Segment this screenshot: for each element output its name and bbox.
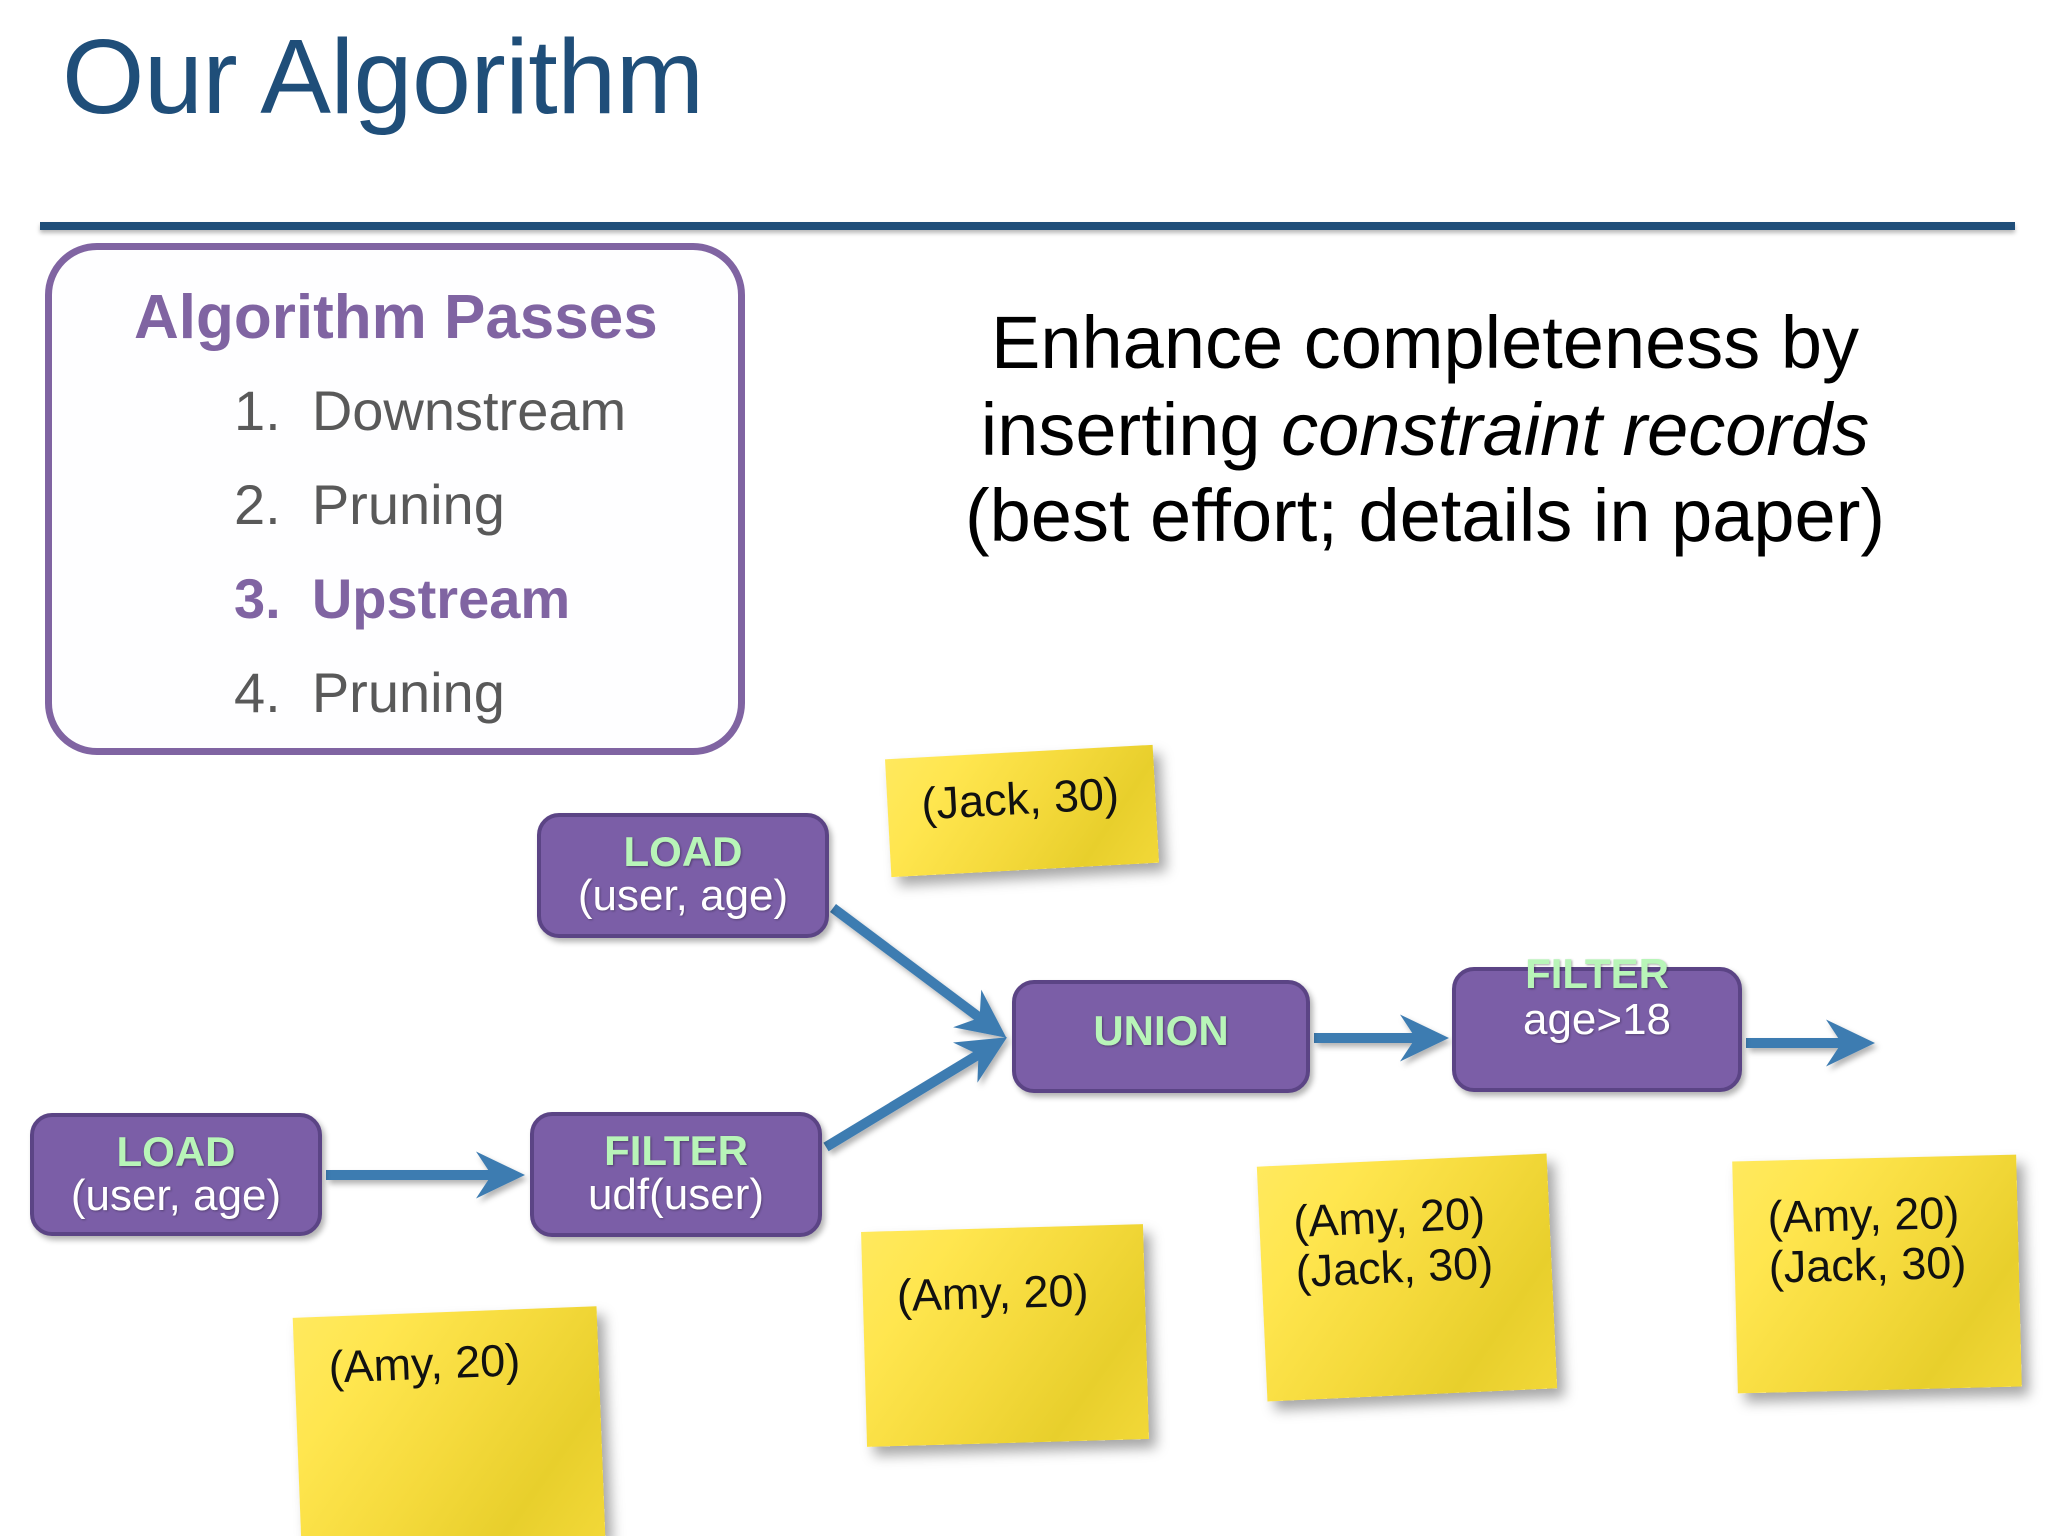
node-argument-label: (user, age) [577, 871, 789, 920]
page-title: Our Algorithm [62, 18, 704, 136]
node-argument-label: udf(user) [587, 1170, 765, 1219]
sticky-note-line: (Amy, 20) [896, 1264, 1090, 1321]
pass-number: 2. [234, 473, 297, 536]
pass-label: Pruning [311, 473, 505, 536]
statement-text: Enhance completeness by inserting constr… [830, 300, 2020, 560]
node-load-top[interactable]: LOAD (user, age) [537, 813, 829, 938]
node-operator-label: FILTER [1525, 950, 1669, 997]
sticky-note-jack: (Jack, 30) [885, 744, 1159, 878]
statement-line-2-prefix: inserting [980, 387, 1282, 471]
node-operator-label: LOAD [116, 1128, 236, 1175]
title-divider [40, 222, 2015, 230]
statement-line-3: (best effort; details in paper) [964, 474, 1885, 558]
pass-number: 1. [234, 379, 297, 442]
node-argument-label: age>18 [1522, 995, 1672, 1044]
node-filter-udf[interactable]: FILTER udf(user) [530, 1112, 822, 1237]
sticky-note-line: (Jack, 30) [1768, 1237, 1967, 1294]
pass-label: Upstream [311, 567, 571, 630]
pass-number: 3. [234, 567, 297, 630]
sticky-note-line: (Jack, 30) [1294, 1237, 1495, 1298]
node-load-left[interactable]: LOAD (user, age) [30, 1113, 322, 1236]
sticky-note-amy-load-output: (Amy, 20) [292, 1306, 606, 1536]
pass-item-downstream[interactable]: 1. Downstream [234, 378, 626, 443]
node-operator-label: UNION [1093, 1007, 1229, 1054]
node-operator-label: FILTER [604, 1127, 748, 1174]
pass-item-pruning-1[interactable]: 2. Pruning [234, 472, 505, 537]
sticky-note-line: (Amy, 20) [327, 1334, 522, 1393]
pass-label: Pruning [311, 661, 505, 724]
statement-line-2: inserting constraint records [830, 387, 2020, 474]
algorithm-passes-panel: Algorithm Passes 1. Downstream 2. Prunin… [45, 243, 745, 755]
node-operator-label: LOAD [623, 828, 743, 875]
sticky-note-line: (Jack, 30) [920, 767, 1121, 830]
statement-line-2-emphasis: constraint records [1281, 387, 1870, 471]
arrow-filter-to-union [823, 1037, 1008, 1152]
pass-item-upstream[interactable]: 3. Upstream [234, 566, 570, 631]
statement-line-1: Enhance completeness by [991, 301, 1859, 384]
pass-label: Downstream [311, 379, 627, 442]
arrow-load-top-to-union [830, 903, 1007, 1038]
node-union[interactable]: UNION [1012, 980, 1310, 1093]
sticky-note-final-output: (Amy, 20) (Jack, 30) [1732, 1154, 2022, 1394]
node-filter-age[interactable]: FILTER age>18 [1452, 953, 1742, 1092]
node-argument-label: (user, age) [70, 1171, 282, 1220]
pass-number: 4. [234, 661, 297, 724]
algorithm-passes-heading: Algorithm Passes [134, 283, 658, 352]
pass-item-pruning-2[interactable]: 4. Pruning [234, 660, 505, 725]
sticky-note-line: (Amy, 20) [1766, 1186, 1960, 1243]
sticky-note-amy-filter-output: (Amy, 20) [861, 1224, 1149, 1447]
sticky-note-union-output: (Amy, 20) (Jack, 30) [1256, 1153, 1558, 1402]
